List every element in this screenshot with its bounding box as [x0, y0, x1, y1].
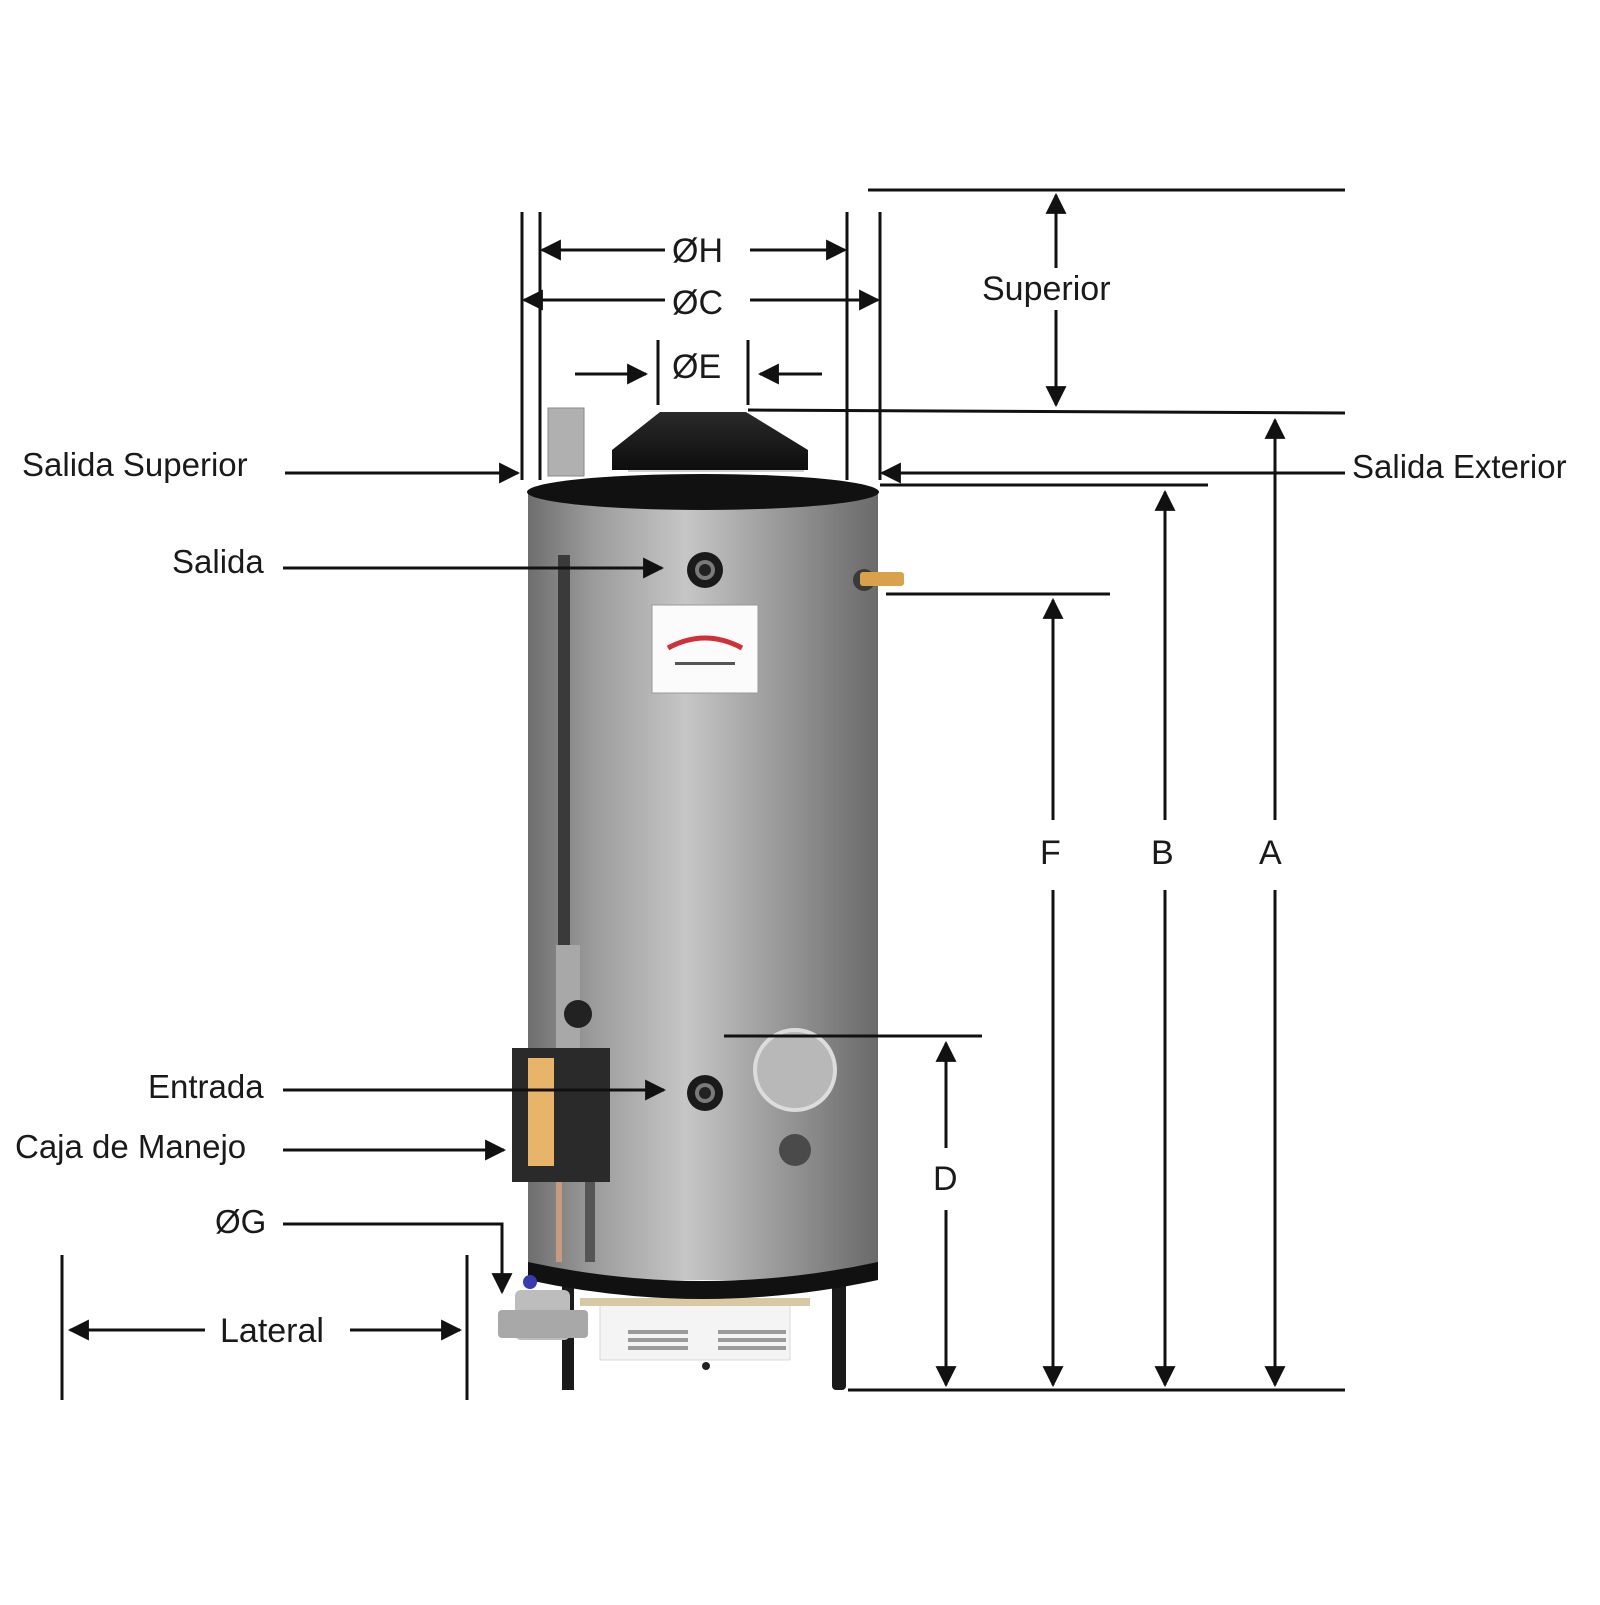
dimension-label-c: ØC: [668, 286, 727, 320]
burner-vent: [580, 1298, 810, 1370]
drain-valve-icon: [779, 1134, 811, 1166]
water-heater: [498, 407, 904, 1390]
leader-g: [283, 1222, 513, 1295]
gas-valve: [498, 1275, 588, 1340]
outlet-fitting-icon: [687, 552, 723, 588]
sensor-port: [564, 1000, 592, 1028]
label-salida-exterior: Salida Exterior: [1352, 448, 1567, 485]
tank-leg: [832, 1260, 846, 1390]
dimension-label-lateral: Lateral: [216, 1314, 328, 1348]
label-salida-superior: Salida Superior: [22, 446, 248, 483]
dimension-lines: [60, 188, 1346, 1400]
label-entrada: Entrada: [148, 1068, 264, 1105]
brand-badge: [651, 604, 759, 694]
tank-bottom-trim: [528, 1262, 878, 1299]
dimension-label-d: D: [929, 1162, 962, 1196]
dimension-label-superior: Superior: [978, 272, 1115, 306]
inlet-fitting-icon: [687, 1075, 723, 1111]
dimension-label-e: ØE: [668, 350, 726, 384]
flue-hood: [612, 412, 808, 472]
tank-top-trim: [527, 474, 879, 510]
label-salida: Salida: [172, 543, 264, 580]
dimension-label-a: A: [1255, 836, 1286, 870]
sensor-housing: [556, 945, 580, 1055]
control-box: [512, 1048, 610, 1262]
access-port: [753, 1028, 837, 1112]
relief-valve-icon: [853, 569, 904, 591]
dimension-label-h: ØH: [668, 234, 727, 268]
dimension-label-f: F: [1036, 836, 1065, 870]
sensor-rod: [558, 555, 570, 1045]
top-vent-plate: [547, 407, 585, 477]
label-g: ØG: [215, 1203, 267, 1240]
label-caja-de-manejo: Caja de Manejo: [15, 1128, 247, 1165]
dimension-label-b: B: [1147, 836, 1178, 870]
